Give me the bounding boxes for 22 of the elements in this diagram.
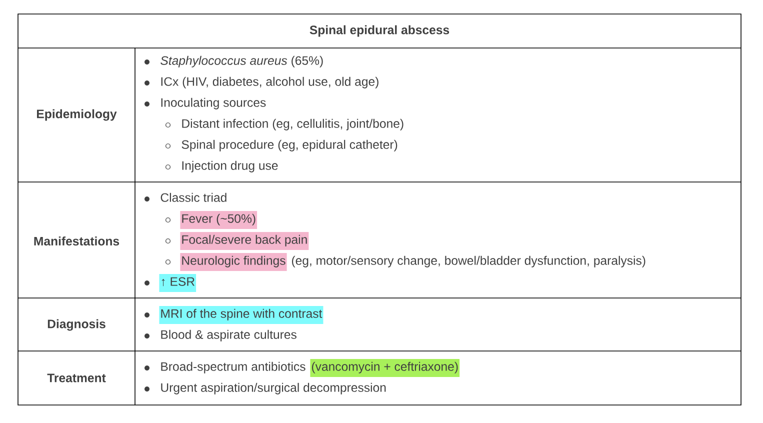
list-item: Classic triad	[160, 192, 226, 202]
list-item: Spinal procedure (eg, epidural catheter)	[182, 140, 398, 152]
list-item: Distant infection (eg, cellulitis, joint/bone)	[182, 118, 404, 130]
list-item: (eg, motor/sensory change, bowel/bladder dysfunction, paralysis)	[292, 256, 646, 268]
list-item: ICx (HIV, diabetes, alcohol use, old age)	[161, 76, 378, 88]
highlighted-text: Fever (~50%)	[180, 211, 258, 229]
list-item: Injection drug use	[182, 160, 278, 172]
list-item: Urgent aspiration/surgical decompression	[161, 382, 386, 394]
highlighted-text: ↑ ESR	[159, 274, 196, 292]
highlighted-text: (vancomycin + ceftriaxone)	[310, 359, 460, 377]
table-title: Spinal epidural abscess	[310, 25, 450, 37]
list-item: Staphylococcus aureus (65%)	[160, 56, 323, 68]
row-header: Treatment	[47, 374, 106, 382]
highlighted-text: Focal/severe back pain	[180, 232, 309, 250]
row-header: Manifestations	[34, 236, 120, 246]
highlighted-text: MRI of the spine with contrast	[159, 306, 324, 324]
list-item: Inoculating sources	[161, 98, 266, 110]
list-item: Broad-spectrum antibiotics	[161, 362, 306, 374]
list-item: Blood & aspirate cultures	[161, 330, 296, 342]
row-header: Epidemiology	[37, 109, 117, 121]
highlighted-text: Neurologic findings	[180, 253, 287, 271]
row-header: Diagnosis	[48, 319, 106, 331]
